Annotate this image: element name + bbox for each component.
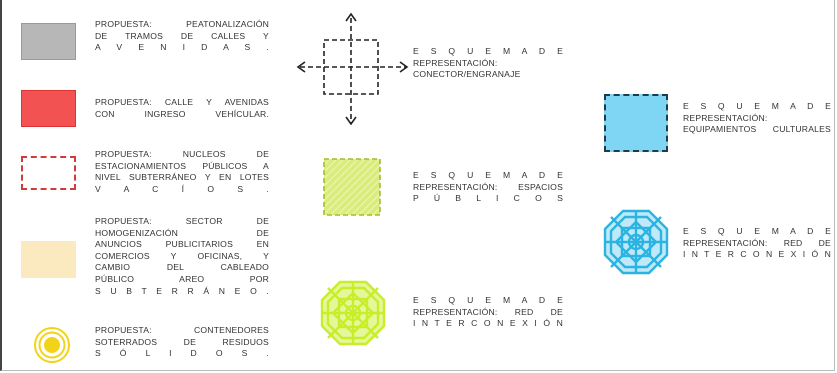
conector-label: E S Q U E M A D E REPRESENTACIÓN: CONECT…: [413, 46, 563, 81]
green-hatched-swatch: [323, 158, 381, 216]
red-azul-line-3: I N T E R C O N E X I Ó N: [683, 249, 831, 260]
anuncios-label: PROPUESTA: SECTOR DE HOMOGENIZACIÓN DE A…: [95, 216, 269, 297]
red-verde-line-3: I N T E R C O N E X I Ó N: [413, 318, 563, 329]
anuncios-line-1: PROPUESTA: SECTOR DE: [95, 216, 269, 226]
espacios-line-3: P Ú B L I C O S: [413, 193, 563, 204]
calle-vehicular-line-2: CON INGRESO VEHÍCULAR.: [95, 108, 269, 119]
red-verde-label: E S Q U E M A D E REPRESENTACIÓN: RED DE…: [413, 295, 563, 330]
red-verde-line-1: E S Q U E M A D E: [413, 295, 563, 305]
estacionamientos-line-3: NIVEL SUBTERRÁNEO Y EN LOTES: [95, 172, 269, 183]
red-azul-line-1: E S Q U E M A D E: [683, 226, 831, 236]
conector-line-1: E S Q U E M A D E: [413, 46, 563, 56]
green-network-octagon-icon: [320, 280, 386, 346]
anuncios-line-5: CAMBIO DEL CABLEADO: [95, 262, 269, 273]
connector-gear-icon: [296, 12, 409, 126]
cream-swatch: [21, 241, 76, 278]
calle-vehicular-label: PROPUESTA: CALLE Y AVENIDAS CON INGRESO …: [95, 97, 269, 120]
blue-network-octagon-icon: [603, 209, 669, 275]
equipamientos-line-3: EQUIPAMIENTOS CULTURALES: [683, 124, 831, 135]
peatonalizacion-line-1: PROPUESTA: PEATONALIZACIÓN: [95, 19, 269, 29]
calle-vehicular-line-1: PROPUESTA: CALLE Y AVENIDAS: [95, 97, 269, 107]
equipamientos-label: E S Q U E M A D E REPRESENTACIÓN: EQUIPA…: [683, 101, 831, 136]
blue-dashed-swatch: [604, 94, 668, 152]
anuncios-line-4: COMERCIOS Y OFICINAS, Y: [95, 250, 269, 261]
peatonalizacion-line-2: DE TRAMOS DE CALLES Y: [95, 30, 269, 41]
peatonalizacion-line-3: A V E N I D A S .: [95, 42, 269, 53]
estacionamientos-line-1: PROPUESTA: NUCLEOS DE: [95, 149, 269, 159]
anuncios-line-2: HOMOGENIZACIÓN DE: [95, 227, 269, 238]
espacios-line-2: REPRESENTACIÓN: ESPACIOS: [413, 181, 563, 192]
contenedores-label: PROPUESTA: CONTENEDORES SOTERRADOS DE RE…: [95, 325, 269, 360]
anuncios-line-6: PÚBLICO AREO POR: [95, 273, 269, 284]
conector-line-2: REPRESENTACIÓN:: [413, 57, 498, 68]
yellow-target-icon: [34, 327, 70, 363]
red-azul-line-2: REPRESENTACIÓN: RED DE: [683, 237, 831, 248]
anuncios-line-7: S U B T E R R Á N E O .: [95, 285, 269, 296]
contenedores-line-3: S Ó L I D O S .: [95, 348, 269, 359]
red-azul-label: E S Q U E M A D E REPRESENTACIÓN: RED DE…: [683, 226, 831, 261]
estacionamientos-label: PROPUESTA: NUCLEOS DE ESTACIONAMIENTOS P…: [95, 149, 269, 195]
contenedores-line-2: SOTERRADOS DE RESIDUOS: [95, 336, 269, 347]
espacios-label: E S Q U E M A D E REPRESENTACIÓN: ESPACI…: [413, 170, 563, 205]
conector-line-3: CONECTOR/ENGRANAJE: [413, 69, 521, 80]
gray-swatch: [21, 23, 76, 60]
red-dashed-swatch: [21, 156, 76, 190]
espacios-line-1: E S Q U E M A D E: [413, 170, 563, 180]
peatonalizacion-label: PROPUESTA: PEATONALIZACIÓN DE TRAMOS DE …: [95, 19, 269, 54]
estacionamientos-line-4: V A C Í O S .: [95, 183, 269, 194]
contenedores-line-1: PROPUESTA: CONTENEDORES: [95, 325, 269, 335]
red-verde-line-2: REPRESENTACIÓN: RED DE: [413, 306, 563, 317]
equipamientos-line-1: E S Q U E M A D E: [683, 101, 831, 111]
estacionamientos-line-2: ESTACIONAMIENTOS PÚBLICOS A: [95, 160, 269, 171]
red-swatch: [21, 90, 76, 127]
equipamientos-line-2: REPRESENTACIÓN:: [683, 112, 768, 123]
anuncios-line-3: ANUNCIOS PUBLICITARIOS EN: [95, 239, 269, 250]
